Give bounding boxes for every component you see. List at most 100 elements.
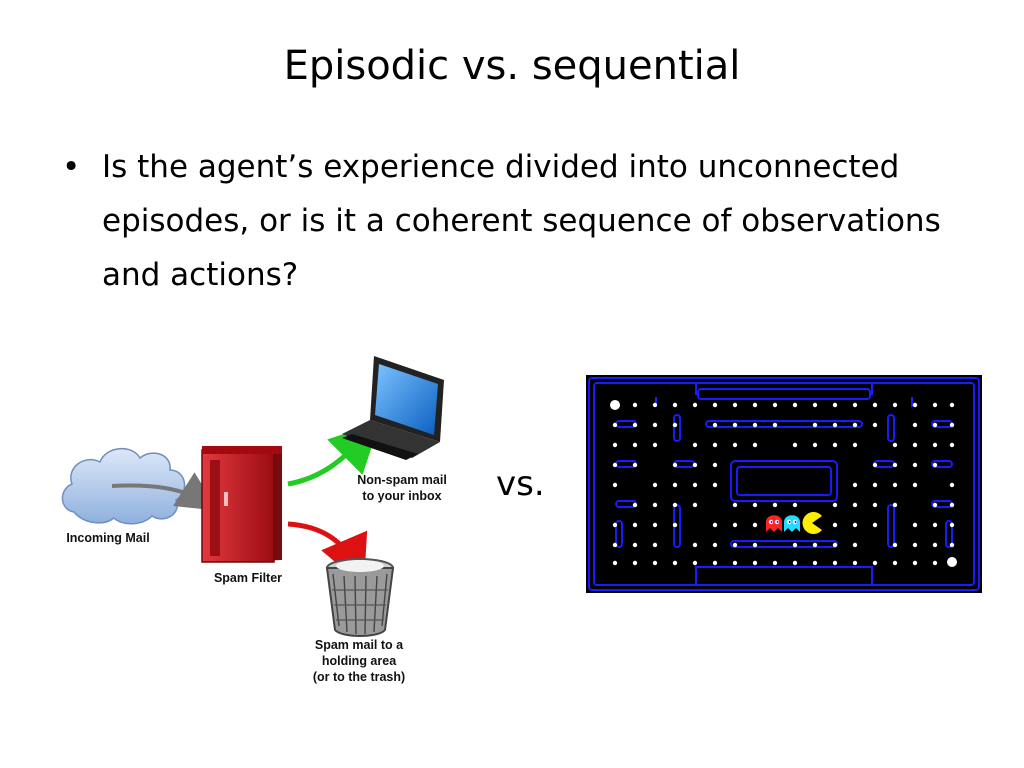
pellet-icon bbox=[872, 462, 878, 468]
pellet-icon bbox=[732, 502, 738, 508]
pellet-icon bbox=[652, 442, 658, 448]
trash-label: Spam mail to a holding area (or to the t… bbox=[284, 637, 434, 685]
bullet-text: Is the agent’s experience divided into u… bbox=[102, 149, 941, 293]
pellet-icon bbox=[949, 482, 955, 488]
spam-filter-label: Spam Filter bbox=[213, 571, 283, 585]
pellet-icon bbox=[712, 482, 718, 488]
inbox-label-line: to your inbox bbox=[362, 489, 442, 503]
pellet-icon bbox=[949, 522, 955, 528]
power-pellet-icon bbox=[610, 400, 620, 410]
incoming-arrow bbox=[111, 472, 218, 511]
pellet-icon bbox=[812, 402, 818, 408]
pellet-icon bbox=[632, 462, 638, 468]
pellet-icon bbox=[612, 482, 618, 488]
pellet-icon bbox=[692, 560, 698, 566]
pellet-icon bbox=[852, 522, 858, 528]
pellet-icon bbox=[632, 422, 638, 428]
slide-title: Episodic vs. sequential bbox=[283, 43, 741, 89]
pellet-icon bbox=[772, 560, 778, 566]
pellet-icon bbox=[912, 462, 918, 468]
pellet-icon bbox=[692, 542, 698, 548]
pellet-icon bbox=[612, 522, 618, 528]
pellet-icon bbox=[672, 522, 678, 528]
pellet-icon bbox=[812, 560, 818, 566]
vs-label: vs. bbox=[496, 464, 545, 504]
pellet-icon bbox=[872, 402, 878, 408]
pellet-icon bbox=[632, 442, 638, 448]
pellet-icon bbox=[652, 502, 658, 508]
pellet-icon bbox=[832, 502, 838, 508]
pellet-icon bbox=[792, 502, 798, 508]
pellet-icon bbox=[852, 442, 858, 448]
trash-can-icon bbox=[325, 558, 395, 637]
pellet-icon bbox=[652, 560, 658, 566]
maze-background bbox=[586, 375, 982, 593]
pellet-icon bbox=[632, 542, 638, 548]
pellet-icon bbox=[772, 422, 778, 428]
cyan-ghost-icon bbox=[784, 515, 800, 532]
laptop-icon bbox=[342, 356, 444, 460]
trash-label-line: Spam mail to a bbox=[314, 638, 404, 652]
pellet-icon bbox=[932, 502, 938, 508]
pellet-icon bbox=[792, 402, 798, 408]
pellet-icon bbox=[872, 422, 878, 428]
pellet-icon bbox=[932, 442, 938, 448]
pellet-icon bbox=[912, 422, 918, 428]
inbox-label-line: Non-spam mail bbox=[357, 473, 447, 487]
pellet-icon bbox=[912, 560, 918, 566]
inbox-label: Non-spam mail to your inbox bbox=[342, 472, 462, 504]
pellet-icon bbox=[612, 422, 618, 428]
pellet-icon bbox=[949, 502, 955, 508]
pellet-icon bbox=[712, 560, 718, 566]
pellet-icon bbox=[652, 422, 658, 428]
pellet-icon bbox=[832, 542, 838, 548]
pellet-icon bbox=[949, 442, 955, 448]
pellet-icon bbox=[892, 402, 898, 408]
pellet-icon bbox=[872, 502, 878, 508]
pellet-icon bbox=[852, 560, 858, 566]
pellet-icon bbox=[772, 502, 778, 508]
pacman-icon bbox=[802, 512, 822, 534]
pellet-icon bbox=[852, 422, 858, 428]
pellet-icon bbox=[772, 402, 778, 408]
trash-label-line: (or to the trash) bbox=[312, 670, 406, 684]
pellet-icon bbox=[652, 482, 658, 488]
pellet-icon bbox=[832, 522, 838, 528]
pellet-icon bbox=[832, 442, 838, 448]
pellet-icon bbox=[732, 522, 738, 528]
pellet-icon bbox=[712, 522, 718, 528]
pellet-icon bbox=[949, 402, 955, 408]
pellet-icon bbox=[692, 442, 698, 448]
pellet-icon bbox=[892, 442, 898, 448]
pellet-icon bbox=[852, 502, 858, 508]
pellet-icon bbox=[672, 462, 678, 468]
pellet-icon bbox=[752, 402, 758, 408]
red-ghost-icon bbox=[766, 515, 782, 532]
bullet-item: • Is the agent’s experience divided into… bbox=[62, 140, 962, 302]
pellet-icon bbox=[732, 560, 738, 566]
pellet-icon bbox=[672, 560, 678, 566]
pellet-icon bbox=[692, 482, 698, 488]
pellet-icon bbox=[712, 422, 718, 428]
pellet-icon bbox=[812, 422, 818, 428]
pellet-icon bbox=[932, 560, 938, 566]
pellet-icon bbox=[632, 402, 638, 408]
pacman-maze bbox=[586, 375, 982, 593]
pellet-icon bbox=[932, 422, 938, 428]
pellet-icon bbox=[752, 560, 758, 566]
pellet-icon bbox=[752, 542, 758, 548]
pellet-icon bbox=[732, 542, 738, 548]
pellet-icon bbox=[912, 482, 918, 488]
trash-label-line: holding area bbox=[321, 654, 397, 668]
pellet-icon bbox=[949, 542, 955, 548]
pellet-icon bbox=[912, 402, 918, 408]
pellet-icon bbox=[832, 402, 838, 408]
power-pellet-icon bbox=[947, 557, 957, 567]
pellet-icon bbox=[632, 502, 638, 508]
pellet-icon bbox=[612, 542, 618, 548]
bullet-marker: • bbox=[62, 149, 81, 185]
pellet-icon bbox=[632, 522, 638, 528]
pellet-icon bbox=[792, 442, 798, 448]
pellet-icon bbox=[712, 442, 718, 448]
